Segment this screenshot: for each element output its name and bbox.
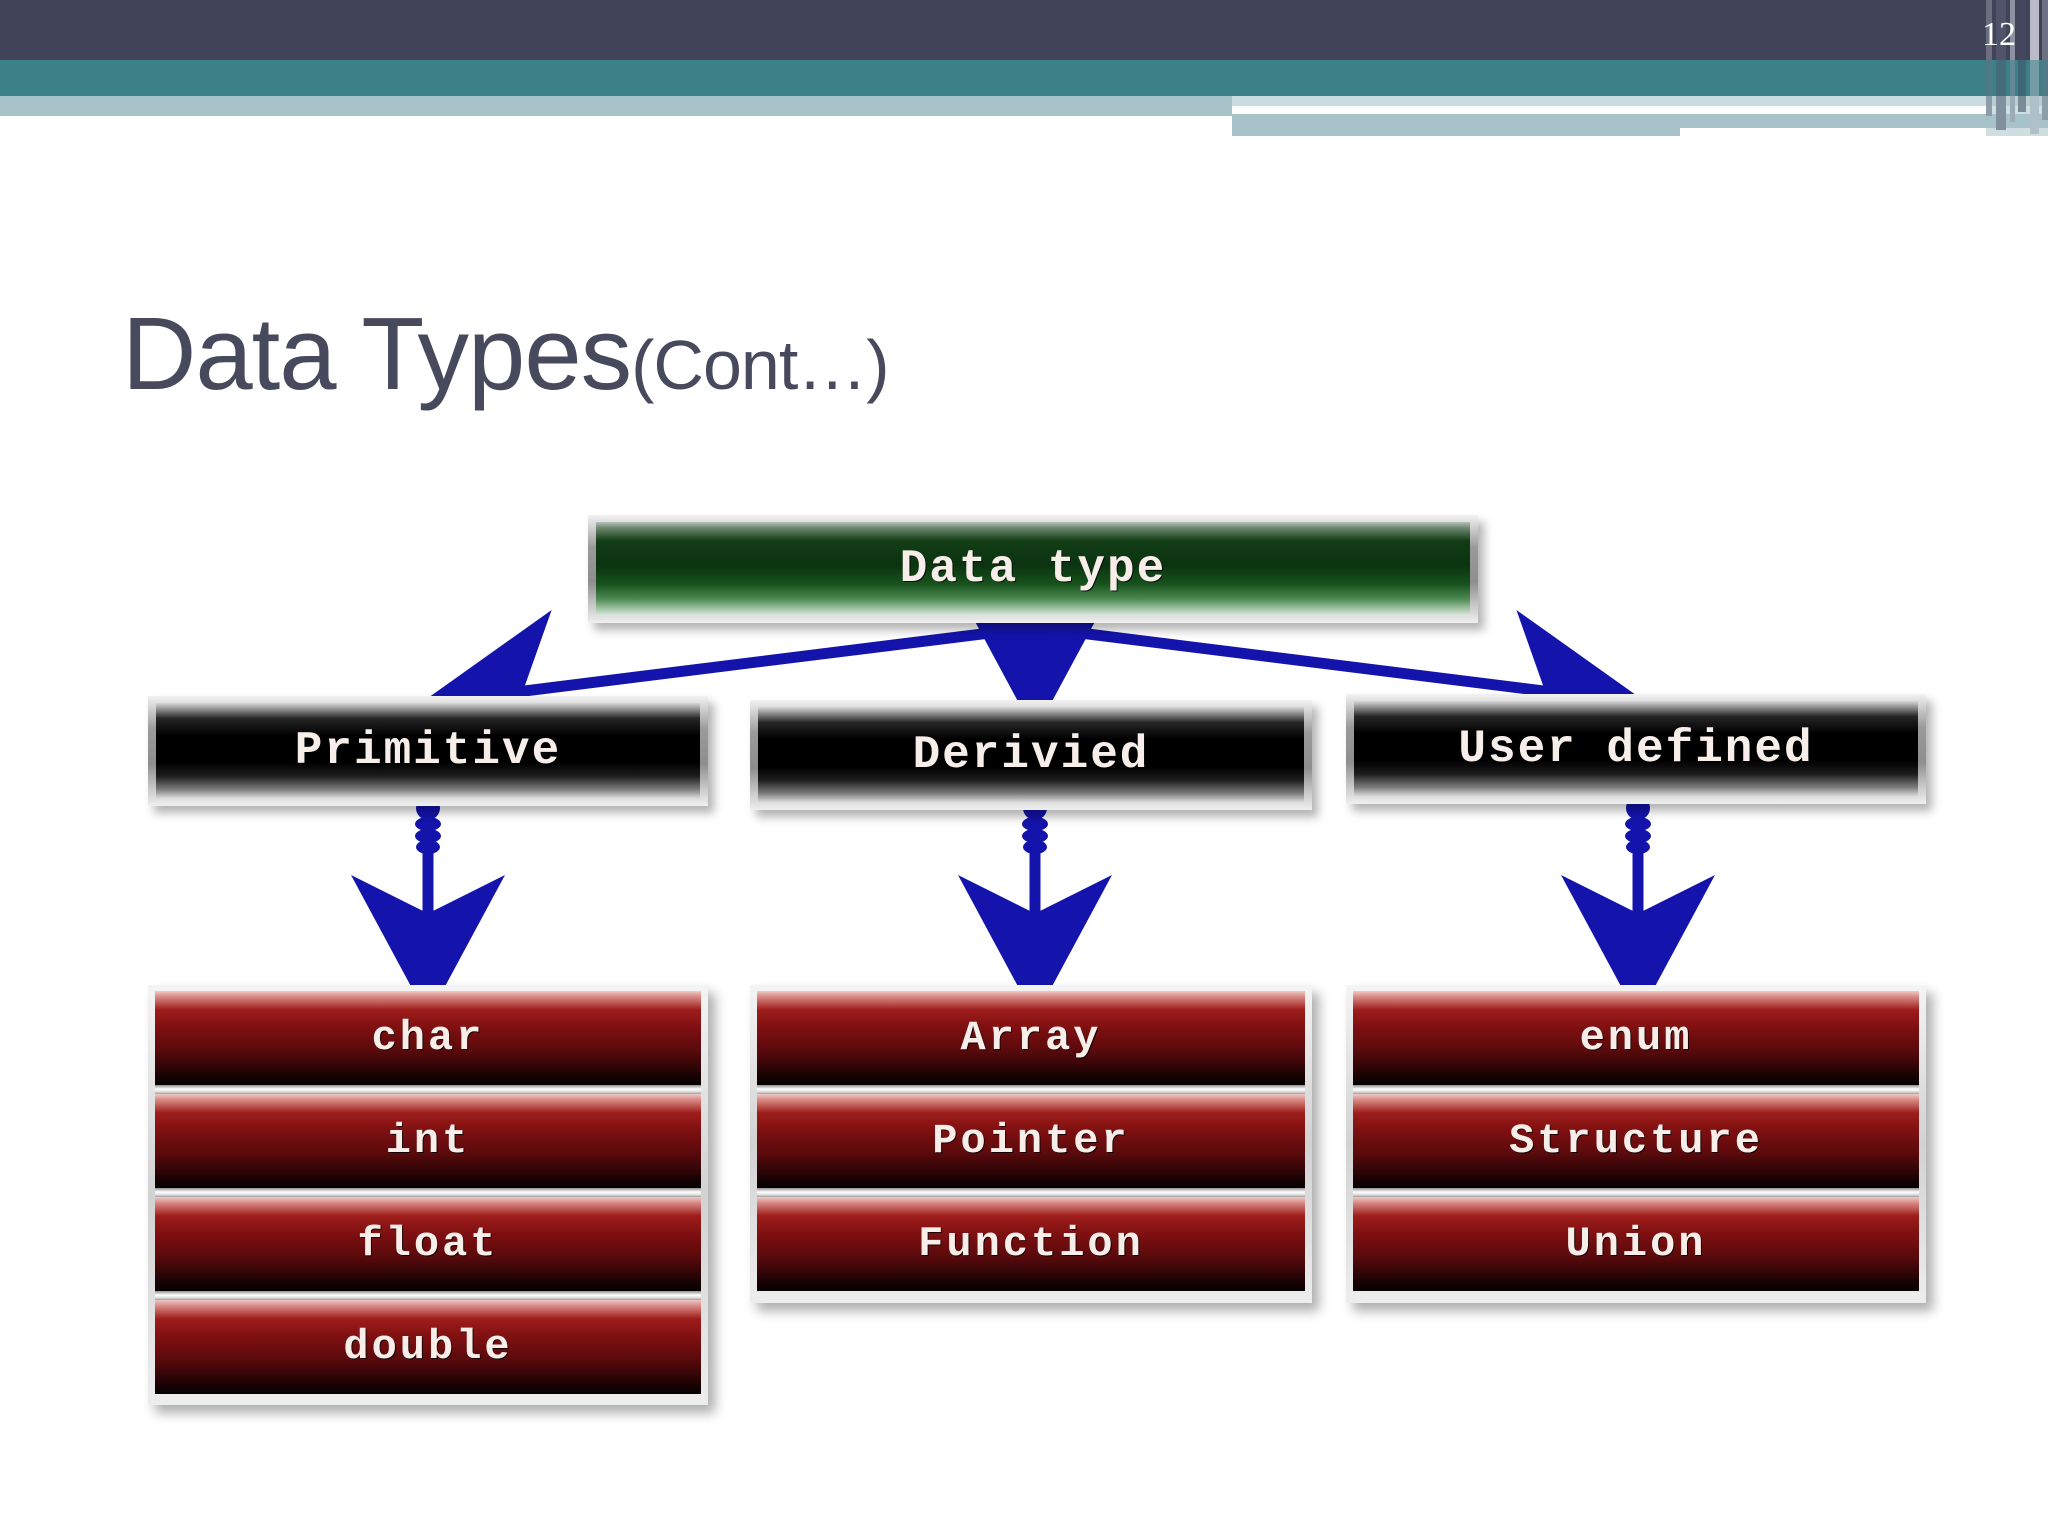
leaf-primitive-double-label: double [343, 1323, 513, 1371]
node-category-primitive[interactable]: Primitive [148, 696, 708, 806]
page-title-main: Data Types [122, 296, 632, 411]
node-root-fill: Data type [596, 522, 1470, 616]
node-category-derivied-label: Derivied [912, 729, 1150, 781]
leaf-user-defined-union-label: Union [1565, 1220, 1707, 1268]
leaf-separator [155, 1291, 701, 1300]
node-category-primitive-label: Primitive [294, 725, 562, 777]
header-teal-band [0, 60, 2048, 96]
node-category-user-defined[interactable]: User defined [1346, 694, 1926, 804]
leaf-derivied-function[interactable]: Function [757, 1197, 1305, 1291]
leaf-primitive-float[interactable]: float [155, 1197, 701, 1291]
header-vstripe-teal-overlay [1986, 60, 2048, 96]
node-category-user-defined-label: User defined [1458, 723, 1814, 775]
leaf-derivied-array-label: Array [960, 1014, 1102, 1062]
leaf-separator [155, 1085, 701, 1094]
page-title-suffix: (Cont…) [631, 326, 889, 404]
leaf-separator [757, 1085, 1305, 1094]
leaf-user-defined-structure-label: Structure [1509, 1117, 1763, 1165]
leaf-separator [1353, 1085, 1919, 1094]
page-title: Data Types(Cont…) [122, 302, 890, 405]
leaf-stack-derivied: Array Pointer Function [750, 985, 1312, 1303]
leaf-user-defined-union[interactable]: Union [1353, 1197, 1919, 1291]
header-vstripe-4 [2018, 0, 2026, 112]
node-category-derivied[interactable]: Derivied [750, 700, 1312, 810]
page-number: 12 [1982, 16, 2016, 53]
leaf-derivied-function-label: Function [918, 1220, 1144, 1268]
node-category-derivied-fill: Derivied [758, 707, 1304, 803]
slide-header: 12 [0, 0, 2048, 142]
header-light-band-upper-right [1232, 96, 2048, 106]
leaf-primitive-double[interactable]: double [155, 1300, 701, 1394]
leaf-separator [155, 1188, 701, 1197]
leaf-user-defined-enum-label: enum [1579, 1014, 1693, 1062]
leaf-user-defined-enum[interactable]: enum [1353, 991, 1919, 1085]
leaf-primitive-int-label: int [385, 1117, 471, 1165]
leaf-primitive-char[interactable]: char [155, 991, 701, 1085]
leaf-derivied-pointer[interactable]: Pointer [757, 1094, 1305, 1188]
leaf-derivied-pointer-label: Pointer [932, 1117, 1130, 1165]
header-white-notch [1232, 106, 1932, 114]
header-vstripe-1 [1986, 0, 1992, 116]
leaf-separator [1353, 1188, 1919, 1197]
header-vstripe-light-overlay [1986, 96, 2048, 136]
header-light-band-left [0, 96, 1232, 116]
leaf-separator [757, 1188, 1305, 1197]
leaf-derivied-array[interactable]: Array [757, 991, 1305, 1085]
node-category-primitive-fill: Primitive [156, 703, 700, 799]
leaf-stack-primitive: char int float double [148, 985, 708, 1405]
leaf-stack-user-defined: enum Structure Union [1346, 985, 1926, 1303]
header-dark-band [0, 0, 2048, 60]
leaf-primitive-int[interactable]: int [155, 1094, 701, 1188]
leaf-primitive-float-label: float [357, 1220, 499, 1268]
leaf-user-defined-structure[interactable]: Structure [1353, 1094, 1919, 1188]
node-category-user-defined-fill: User defined [1354, 701, 1918, 797]
leaf-primitive-char-label: char [371, 1014, 485, 1062]
node-root[interactable]: Data type [588, 515, 1478, 623]
header-white-notch-lower [1680, 128, 2048, 142]
node-root-label: Data type [899, 543, 1167, 595]
